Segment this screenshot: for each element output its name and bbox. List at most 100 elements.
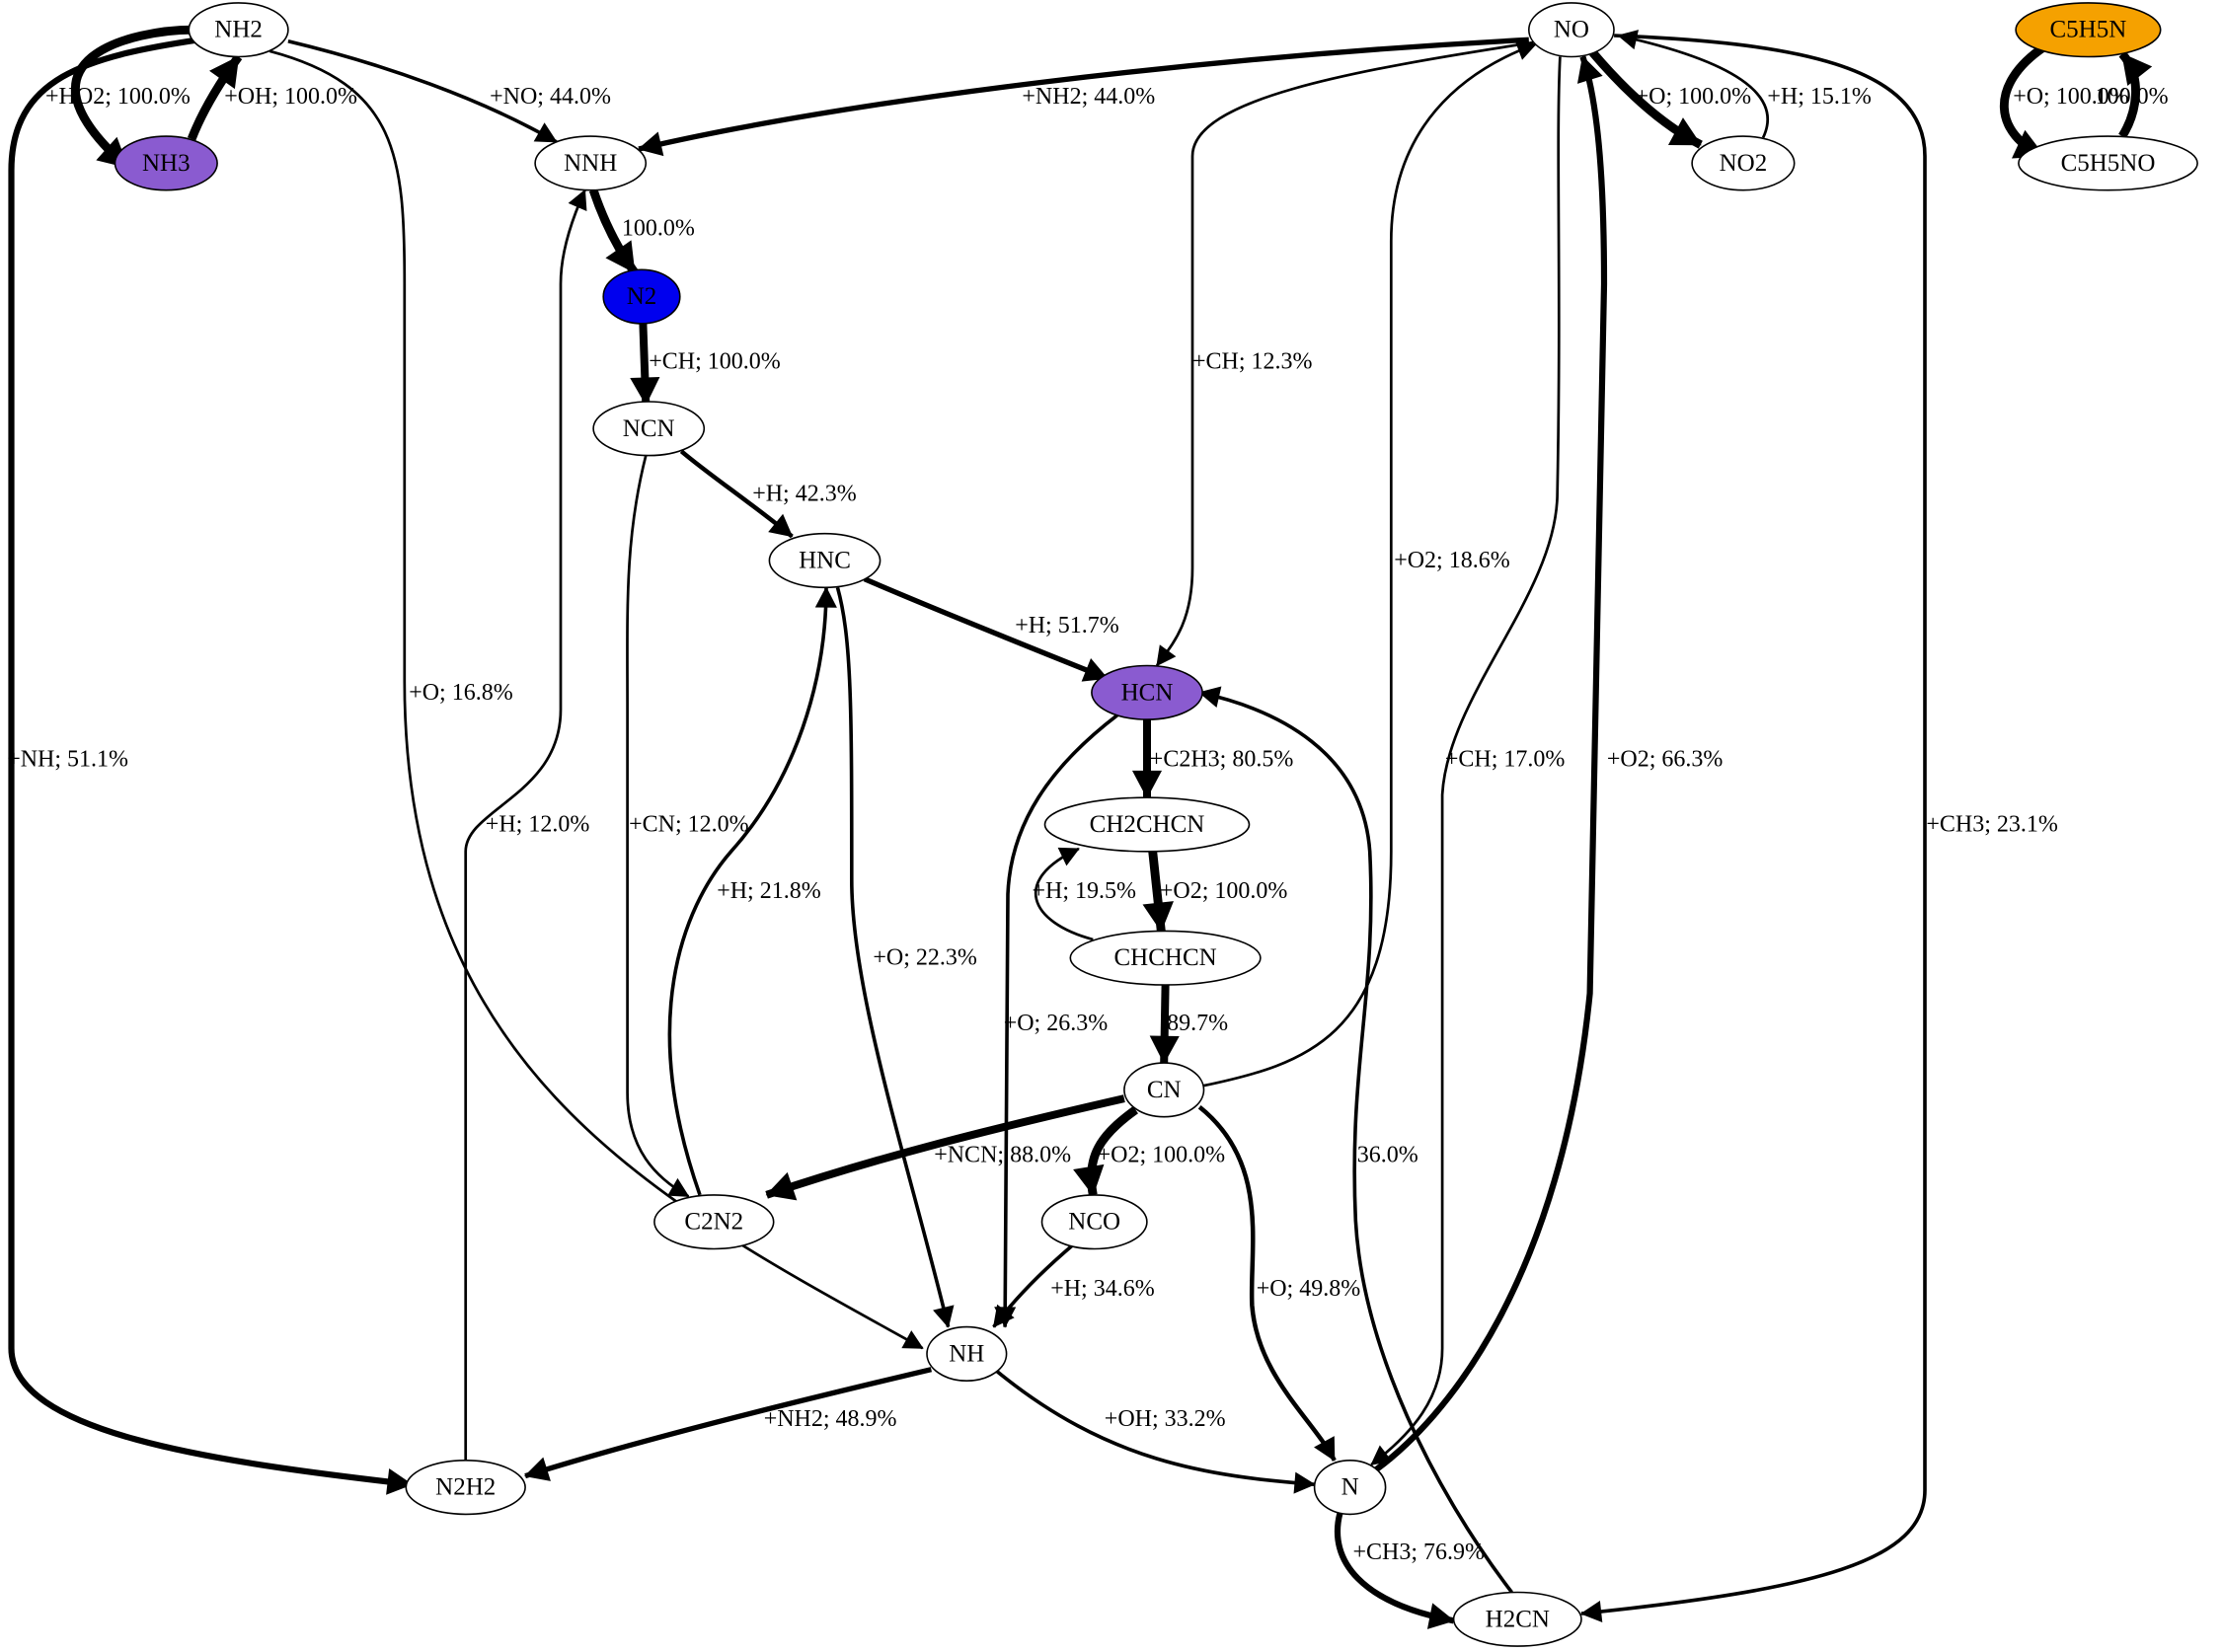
node-label-ch2chcn: CH2CHCN <box>1090 811 1205 838</box>
edge-no-nnh <box>638 37 1529 152</box>
edge-hnc-nh <box>835 586 951 1328</box>
node-shape-nh3 <box>114 135 218 191</box>
node-ch2chcn: CH2CHCN <box>1043 796 1251 853</box>
edge-arrowhead-nh2-nh <box>901 1330 924 1349</box>
node-nco: NCO <box>1040 1194 1148 1250</box>
edge-label-hnc-nh: +O; 22.3% <box>873 945 977 971</box>
node-label-cn: CN <box>1147 1077 1182 1103</box>
edge-arrowhead-ncn-c2n2 <box>667 1177 690 1197</box>
edge-label-nh-n: +OH; 33.2% <box>1105 1406 1226 1432</box>
edge-nh-n <box>995 1369 1315 1486</box>
edge-label-n2-ncn: +CH; 100.0% <box>649 349 781 375</box>
node-shape-n2 <box>602 268 681 325</box>
node-shape-n <box>1313 1459 1387 1516</box>
edge-chchcn-ch2chcn <box>1034 847 1094 941</box>
edge-arrowhead-cn-nco <box>1073 1164 1105 1196</box>
node-nnh: NNH <box>534 135 648 191</box>
edge-arrowhead-c5h5no-c5h5n <box>2121 52 2153 87</box>
edge-label-nh2-nh: +O; 16.8% <box>409 680 513 706</box>
node-ncn: NCN <box>592 401 706 457</box>
edge-arrowhead-nh2-n2h2 <box>386 1468 414 1495</box>
node-chchcn: CHCHCN <box>1069 930 1262 986</box>
edge-arrowhead-nh-n <box>1293 1471 1316 1494</box>
node-label-nnh: NNH <box>564 150 617 177</box>
node-shape-no2 <box>1691 135 1796 191</box>
node-nh: NH <box>926 1325 1008 1382</box>
edge-arrowhead-cn-no <box>1514 40 1538 60</box>
edge-nh2-nh <box>268 49 924 1350</box>
edge-label-n-no: +O2; 66.3% <box>1607 746 1724 772</box>
node-label-c5h5n: C5H5N <box>2050 17 2127 43</box>
edge-nh2-nh3 <box>70 25 193 172</box>
node-n2: N2 <box>602 268 681 325</box>
edge-label-ch2chcn-chchcn: +O2; 100.0% <box>1160 878 1288 904</box>
edge-label-nh3-nh2: +OH; 100.0% <box>224 84 357 110</box>
node-c2n2: C2N2 <box>653 1194 775 1250</box>
edge-n-no <box>1369 55 1608 1476</box>
edge-arrowhead-no-hcn <box>1156 644 1177 667</box>
node-c5h5no: C5H5NO <box>2018 135 2198 191</box>
node-hnc: HNC <box>768 532 882 589</box>
node-shape-hcn <box>1091 664 1203 720</box>
node-label-n2h2: N2H2 <box>435 1474 496 1501</box>
edge-arrowhead-hcn-ch2chcn <box>1131 770 1163 799</box>
node-label-n2: N2 <box>627 283 657 310</box>
node-shape-nh <box>926 1325 1008 1382</box>
edge-arrowhead-cn-c2n2 <box>765 1171 798 1201</box>
edge-no-n <box>1370 56 1562 1466</box>
node-label-no: NO <box>1554 17 1589 43</box>
node-shape-no <box>1528 2 1615 58</box>
node-label-ncn: NCN <box>623 415 675 442</box>
node-h2cn: H2CN <box>1452 1591 1582 1647</box>
edge-label-nco-nh: +H; 34.6% <box>1050 1276 1155 1302</box>
edge-n-h2cn <box>1334 1512 1455 1624</box>
edge-arrowhead-chchcn-cn <box>1149 1035 1180 1065</box>
node-no: NO <box>1528 2 1615 58</box>
edge-label-no-hcn: +CH; 12.3% <box>1192 349 1313 375</box>
edge-arrowhead-nh2-nnh <box>533 122 558 143</box>
node-label-nh2: NH2 <box>214 17 263 43</box>
edge-label-ncn-c2n2: +CN; 12.0% <box>629 812 749 838</box>
node-shape-h2cn <box>1452 1591 1582 1647</box>
edge-arrowhead-nh3-nh2 <box>209 55 240 90</box>
edge-label-n2h2-nnh: +H; 12.0% <box>486 812 590 838</box>
edge-arrowhead-nh-n2h2 <box>524 1457 551 1481</box>
edge-cn-no <box>1203 42 1537 1088</box>
edge-label-no-h2cn: +CH3; 23.1% <box>1926 812 2058 838</box>
node-label-c2n2: C2N2 <box>684 1209 743 1236</box>
edge-no-hcn <box>1155 40 1534 667</box>
edge-label-chchcn-cn: 89.7% <box>1167 1011 1228 1036</box>
node-shape-nnh <box>534 135 648 191</box>
edge-label-hcn-nh: +O; 26.3% <box>1004 1011 1109 1036</box>
node-shape-c5h5no <box>2018 135 2198 191</box>
edge-arrowhead-n2h2-nnh <box>568 188 587 211</box>
edge-ncn-c2n2 <box>626 455 690 1198</box>
edge-hnc-hcn <box>863 576 1109 681</box>
node-shape-nco <box>1040 1194 1148 1250</box>
node-no2: NO2 <box>1691 135 1796 191</box>
edge-arrowhead-ncn-hnc <box>768 513 794 538</box>
edge-label-no2-no: +H; 15.1% <box>1767 84 1872 110</box>
edge-label-h2cn-hcn: 36.0% <box>1357 1143 1418 1168</box>
edge-label-chchcn-ch2chcn: +H; 19.5% <box>1033 878 1137 904</box>
edge-label-n-h2cn: +CH3; 76.9% <box>1353 1539 1486 1565</box>
node-cn: CN <box>1123 1062 1205 1118</box>
node-shape-ch2chcn <box>1043 796 1251 853</box>
edge-label-hnc-hcn: +H; 51.7% <box>1015 613 1119 638</box>
node-label-hcn: HCN <box>1121 679 1174 706</box>
edge-nh2-n2h2 <box>8 37 413 1488</box>
node-c5h5n: C5H5N <box>2015 2 2162 58</box>
edge-arrowhead-nco-nh <box>992 1304 1015 1328</box>
node-shape-cn <box>1123 1062 1205 1118</box>
edge-arrowhead-ch2chcn-chchcn <box>1142 901 1174 933</box>
edge-label-nnh-n2: 100.0% <box>622 216 695 242</box>
node-label-h2cn: H2CN <box>1486 1606 1550 1632</box>
node-n2h2: N2H2 <box>405 1459 526 1516</box>
edge-arrowhead-no-no2 <box>1667 117 1702 146</box>
edge-arrowhead-chchcn-ch2chcn <box>1057 847 1080 866</box>
edge-hcn-nh <box>1003 713 1118 1327</box>
edge-label-c2n2-hnc: +H; 21.8% <box>717 878 821 904</box>
node-shape-n2h2 <box>405 1459 526 1516</box>
edge-arrowhead-h2cn-hcn <box>1198 686 1222 709</box>
